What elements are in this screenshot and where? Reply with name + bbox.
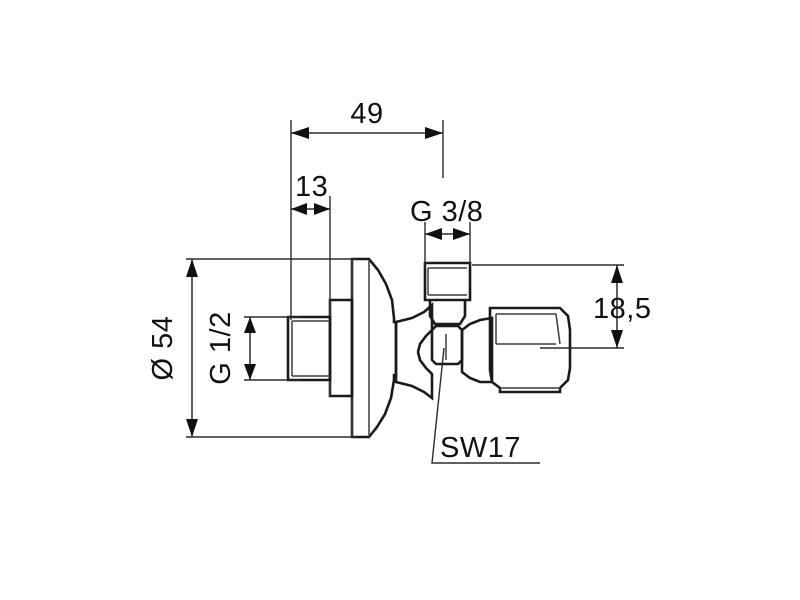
arrow-right-49	[425, 127, 443, 139]
arrow-top-d54	[186, 259, 198, 277]
valve-body-shoulder	[460, 316, 494, 384]
arrow-bottom-185	[611, 330, 623, 348]
inlet-body-block	[328, 298, 354, 398]
dim-label-g12: G 1/2	[205, 311, 237, 384]
arrow-top-185	[611, 265, 623, 283]
arrow-left-13	[291, 203, 307, 215]
arrow-left-49	[291, 127, 309, 139]
dim-label-185: 18,5	[593, 293, 651, 325]
dimension-185: 18,5	[593, 265, 651, 348]
dim-label-13: 13	[295, 171, 328, 203]
dimension-g38: G 3/8	[410, 196, 483, 240]
dim-label-g38: G 3/8	[410, 196, 483, 228]
dimension-d54: Ø 54	[147, 259, 198, 437]
rosette-flange	[350, 257, 398, 439]
callout-label-sw17: SW17	[440, 432, 521, 464]
dim-label-d54: Ø 54	[147, 316, 179, 381]
handle-cap	[488, 306, 572, 394]
hex-wrench-section	[430, 324, 464, 366]
dimension-g12: G 1/2	[205, 311, 256, 385]
arrow-right-g38	[453, 228, 470, 240]
extension-lines	[186, 120, 624, 438]
valve-part-geometry	[286, 257, 572, 439]
callout-sw17: SW17	[431, 347, 540, 464]
arrow-right-13	[314, 203, 330, 215]
arrow-left-g38	[425, 228, 442, 240]
dimension-49: 49	[291, 98, 443, 139]
arrow-top-g12	[244, 317, 256, 333]
outlet-nipple	[423, 261, 472, 326]
inlet-thread-stub	[286, 315, 332, 382]
dim-label-49: 49	[350, 98, 383, 130]
dimension-13: 13	[291, 171, 330, 215]
valve-neck	[394, 302, 434, 401]
arrow-bottom-g12	[244, 364, 256, 380]
arrow-bottom-d54	[186, 419, 198, 437]
